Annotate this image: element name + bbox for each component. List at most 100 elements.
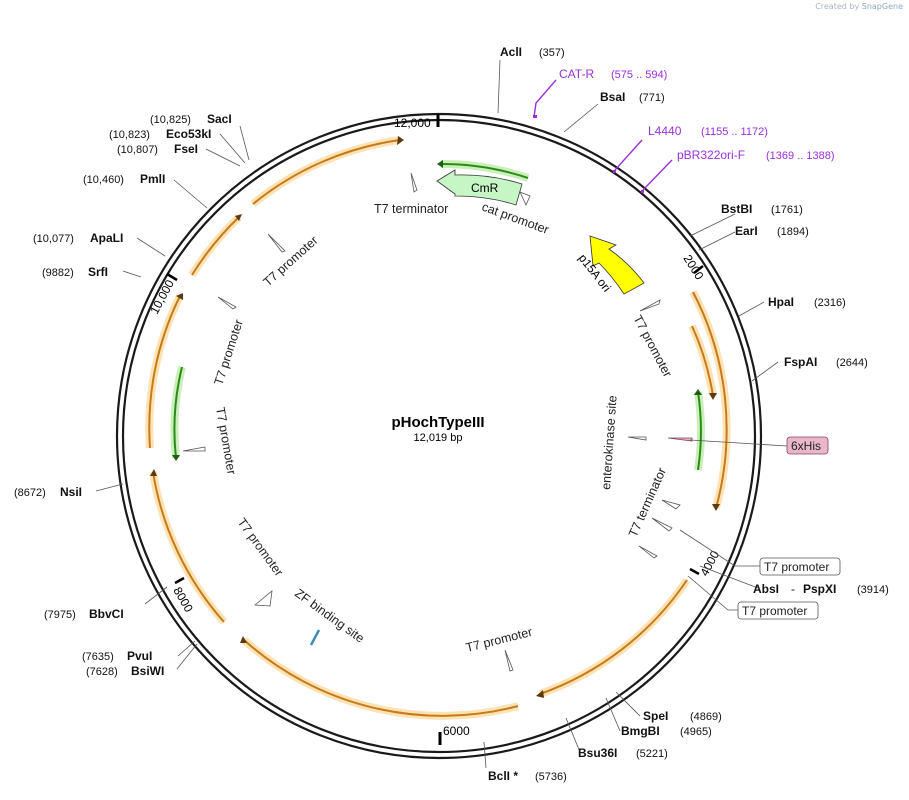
site-bsai[interactable]: BsaI(771): [600, 90, 665, 104]
svg-text:(10,460): (10,460): [83, 174, 124, 186]
site-srfi[interactable]: (9882) SrfI: [42, 265, 108, 279]
svg-text:BstBI: BstBI: [721, 202, 752, 216]
site-pvui[interactable]: (7635) PvuI: [82, 649, 152, 663]
svg-text:(771): (771): [639, 92, 665, 104]
svg-text:FspAI: FspAI: [784, 355, 817, 369]
site-hpai[interactable]: HpaI(2316): [768, 295, 846, 309]
svg-text:(10,825): (10,825): [150, 114, 191, 126]
t7-promoter-glyph-6: [638, 545, 658, 559]
svg-text:(1894): (1894): [777, 226, 809, 238]
svg-text:pBR322ori-F: pBR322ori-F: [677, 148, 745, 162]
site-bcli[interactable]: BclI * (5736): [488, 769, 567, 783]
boxed-leader-lines: [679, 439, 788, 611]
site-bsiwi[interactable]: (7628)BsiWI: [86, 664, 164, 678]
site-fspai[interactable]: FspAI (2644): [784, 355, 868, 369]
t7-promoter-label-3: T7 promoter: [213, 406, 239, 475]
cat-promoter-label: cat promoter: [480, 200, 551, 237]
svg-text:AclI: AclI: [500, 45, 522, 59]
t7-promoter-label-2: T7 promoter: [212, 318, 246, 387]
svg-text:SpeI: SpeI: [643, 709, 668, 723]
svg-text:(4869): (4869): [690, 711, 722, 723]
tick-2000: [693, 265, 704, 274]
svg-text:SrfI: SrfI: [88, 265, 108, 279]
tick-label-4000: 4000: [697, 548, 722, 578]
svg-text:(1369 .. 1388): (1369 .. 1388): [766, 150, 835, 162]
svg-text:(9882): (9882): [42, 267, 74, 279]
orf-arc-bottom-right: [536, 577, 691, 698]
svg-text:BclI *: BclI *: [488, 769, 518, 783]
cds-arc-right: [694, 389, 705, 471]
svg-text:(1155 .. 1172): (1155 .. 1172): [701, 126, 768, 138]
site-bsu36i[interactable]: Bsu36I (5221): [578, 746, 668, 760]
svg-text:(4965): (4965): [680, 726, 712, 738]
primer-cat-r[interactable]: CAT-R(575 .. 594): [559, 67, 667, 81]
t7-promoter-glyph-3: [182, 446, 206, 452]
t7-promoter-glyph-8: [504, 649, 514, 672]
plasmid-size: 12,019 bp: [414, 432, 463, 444]
svg-text:(8672): (8672): [14, 487, 46, 499]
svg-text:(2644): (2644): [836, 357, 868, 369]
svg-text:T7 promoter: T7 promoter: [742, 604, 807, 618]
svg-text:AbsI: AbsI: [753, 582, 779, 596]
zf-binding-site-label: ZF binding site: [292, 586, 367, 646]
site-spei[interactable]: SpeI (4869): [643, 709, 722, 723]
site-eco53ki[interactable]: (10,823) Eco53kI: [109, 127, 211, 141]
primer-mark-pbr322ori-f: [641, 190, 644, 193]
t7-terminator-label-right: T7 terminator: [626, 466, 669, 540]
site-bbvci[interactable]: (7975)BbvCI: [44, 607, 124, 621]
svg-text:NsiI: NsiI: [60, 485, 82, 499]
primer-l4440[interactable]: L4440(1155 .. 1172): [648, 124, 768, 138]
site-bstbi[interactable]: BstBI(1761): [721, 202, 803, 216]
orf-arc-mid-left-inner: [170, 366, 186, 461]
snapgene-logo: SnapGene: [861, 2, 903, 11]
t7-promoter-glyph-7: [253, 590, 273, 607]
orf-arc-right-inner: [688, 324, 717, 400]
site-nsii[interactable]: (8672) NsiI: [14, 485, 82, 499]
zf-binding-site-glyph: [309, 629, 321, 646]
svg-text:(10,077): (10,077): [33, 233, 74, 245]
svg-text:SacI: SacI: [207, 112, 232, 126]
site-bmgbi[interactable]: BmgBI(4965): [621, 724, 712, 738]
svg-text:Eco53kI: Eco53kI: [166, 127, 211, 141]
svg-text:PvuI: PvuI: [127, 649, 152, 663]
svg-text:(5736): (5736): [535, 771, 567, 783]
site-apali[interactable]: (10,077) ApaLI: [33, 231, 123, 245]
enterokinase-glyph: [627, 436, 647, 441]
primer-pbr322ori-f[interactable]: pBR322ori-F (1369 .. 1388): [677, 148, 835, 162]
t7-promoter-label-6: T7 promoter: [464, 625, 533, 655]
svg-text:(3914): (3914): [857, 584, 889, 596]
p15a-ori-feature: p15A ori: [576, 235, 645, 295]
site-fsei[interactable]: (10,807)FseI: [117, 142, 198, 156]
cat-promoter-glyph: [519, 191, 531, 206]
tick-label-12000: 12,000: [394, 116, 431, 130]
svg-text:(7628): (7628): [86, 666, 118, 678]
snapgene-credit: Created by SnapGene: [815, 2, 903, 11]
svg-text:(7635): (7635): [82, 651, 114, 663]
box-t7-promoter-2[interactable]: T7 promoter: [737, 601, 819, 620]
svg-text:EarI: EarI: [735, 224, 758, 238]
site-acli[interactable]: AclI (357): [500, 45, 565, 59]
svg-text:(357): (357): [539, 47, 565, 59]
svg-text:FseI: FseI: [174, 142, 198, 156]
box-6xhis[interactable]: 6xHis: [786, 436, 829, 455]
orf-arc-right-outer: [689, 290, 731, 511]
box-t7-promoter-1[interactable]: T7 promoter: [759, 557, 841, 576]
svg-text:Bsu36I: Bsu36I: [578, 746, 617, 760]
site-absi-pspxi[interactable]: AbsI - PspXI (3914): [753, 582, 889, 596]
svg-text:(10,823): (10,823): [109, 129, 150, 141]
t7-promoter-glyph-2: [217, 296, 237, 310]
6xhis-glyph: [667, 437, 693, 442]
tick-4000: [689, 567, 700, 576]
site-pmli[interactable]: (10,460) PmlI: [83, 172, 165, 186]
site-saci[interactable]: (10,825) SacI: [150, 112, 232, 126]
svg-text:ApaLI: ApaLI: [90, 231, 123, 245]
t7-terminator-glyph-top: [410, 172, 418, 193]
t7-promoter-label-4: T7 promoter: [630, 313, 674, 380]
svg-text:PmlI: PmlI: [140, 172, 165, 186]
primer-leader-lines: [533, 79, 673, 191]
svg-text:(5221): (5221): [636, 748, 668, 760]
t7-promoter-glyph-4: [639, 299, 661, 312]
cmr-feature: CmR: [436, 169, 523, 206]
site-eari[interactable]: EarI (1894): [735, 224, 809, 238]
